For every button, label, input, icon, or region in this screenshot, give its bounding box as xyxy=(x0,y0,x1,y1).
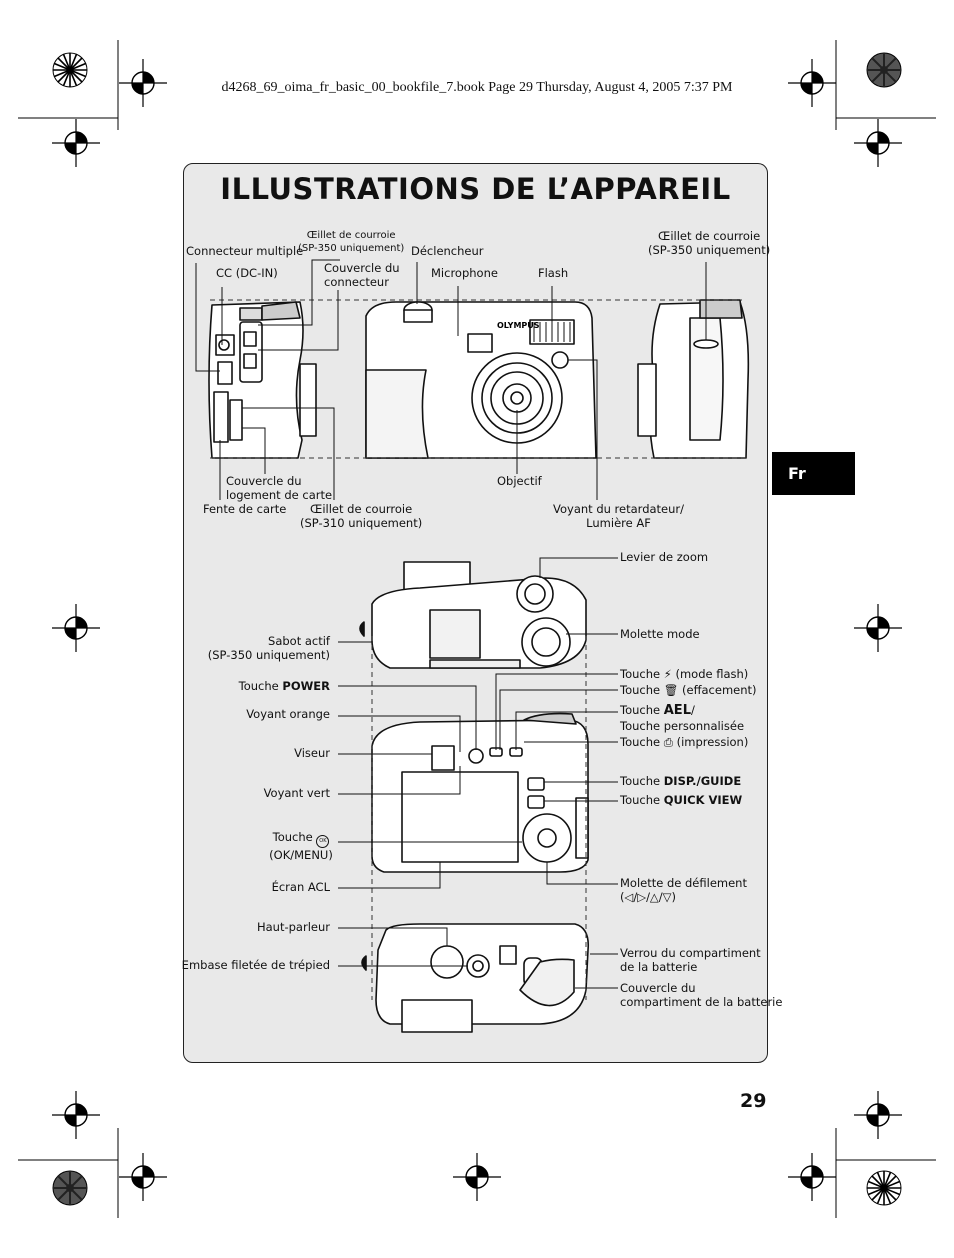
label-touche-ok: Touche OK (OK/MENU) xyxy=(262,830,340,862)
label-suffix: (mode flash) xyxy=(675,667,749,681)
label-line: Couvercle du xyxy=(324,261,400,275)
page-number: 29 xyxy=(740,1090,767,1112)
label-microphone: Microphone xyxy=(431,266,498,280)
label-line: Couvercle du xyxy=(226,474,302,488)
label-line: Œillet de courroie xyxy=(310,502,413,516)
label-voyant-vert: Voyant vert xyxy=(263,786,330,800)
label-touche-flash: Touche ⚡︎ (mode flash) xyxy=(620,667,748,681)
label-prefix: Touche xyxy=(620,683,661,697)
label-connecteur-multiple: Connecteur multiple xyxy=(186,244,304,258)
camera-top-view xyxy=(359,561,587,669)
language-tab: Fr xyxy=(772,452,855,495)
label-line: Œillet de courroie xyxy=(658,229,761,243)
label-prefix: Touche xyxy=(238,679,279,693)
label-touche-impression: Touche ⎙ (impression) xyxy=(620,735,748,749)
label-suffix: / xyxy=(690,703,695,717)
label-line: de la batterie xyxy=(620,960,698,974)
label-sabot-actif: Sabot actif (SP-350 uniquement) xyxy=(200,634,330,662)
label-voyant-orange: Voyant orange xyxy=(246,707,330,721)
label-touche-power: Touche POWER xyxy=(200,679,330,693)
crop-mark-icon xyxy=(18,40,936,1218)
label-line: Voyant du retardateur/ xyxy=(553,502,685,516)
trash-icon: 🗑︎ xyxy=(663,683,679,697)
label-line: connecteur xyxy=(324,275,389,289)
label-flash: Flash xyxy=(538,266,569,280)
label-line: Œillet de courroie xyxy=(306,230,396,241)
label-line: (SP-350 uniquement) xyxy=(298,243,405,254)
label-cc-dcin: CC (DC-IN) xyxy=(216,266,278,280)
arrow-keys-icon: ◁/▷/△/▽ xyxy=(624,890,672,904)
label-ecran-acl: Écran ACL xyxy=(271,880,330,894)
label-prefix: Touche xyxy=(620,774,661,788)
label-couvercle-logement: Couvercle du logement de carte xyxy=(226,474,332,502)
label-line: Touche personnalisée xyxy=(620,719,745,733)
label-prefix: Touche xyxy=(620,793,661,807)
label-oeillet-sp350-left: Œillet de courroie (SP-350 uniquement) xyxy=(298,229,404,255)
print-icon: ⎙ xyxy=(663,735,673,749)
label-prefix: Touche xyxy=(620,703,661,717)
label-touche-quickview: Touche QUICK VIEW xyxy=(620,793,742,807)
label-bold: POWER xyxy=(282,679,330,693)
label-line: Verrou du compartiment xyxy=(620,946,761,960)
label-line: compartiment de la batterie xyxy=(620,995,783,1009)
label-suffix: (impression) xyxy=(676,735,749,749)
label-line: (OK/MENU) xyxy=(269,848,333,862)
camera-brand-mark: OLYMPUS xyxy=(497,321,540,330)
label-verrou-batterie: Verrou du compartiment de la batterie xyxy=(620,946,761,974)
ok-menu-icon: OK xyxy=(316,835,330,848)
camera-front-view xyxy=(365,301,597,459)
label-line: logement de carte xyxy=(226,488,333,502)
label-molette-mode: Molette mode xyxy=(620,627,700,641)
flash-icon: ⚡︎ xyxy=(663,667,672,681)
label-touche-effacement: Touche 🗑︎ (effacement) xyxy=(620,683,757,697)
camera-right-side-view xyxy=(637,299,750,459)
label-paren: ) xyxy=(671,890,677,904)
label-molette-defilement: Molette de défilement (◁/▷/△/▽) xyxy=(620,876,747,904)
label-levier-zoom: Levier de zoom xyxy=(620,550,709,564)
label-line: (SP-350 uniquement) xyxy=(648,243,771,257)
camera-bottom-view xyxy=(361,923,590,1033)
label-prefix: Touche xyxy=(272,830,313,844)
label-suffix: (effacement) xyxy=(682,683,757,697)
label-line: (SP-310 uniquement) xyxy=(300,516,423,530)
label-line: Touche AEL/ xyxy=(620,703,744,718)
print-header-line: d4268_69_oima_fr_basic_00_bookfile_7.boo… xyxy=(221,80,733,95)
label-fente-carte: Fente de carte xyxy=(203,502,287,516)
label-bold: DISP./GUIDE xyxy=(663,774,742,788)
label-oeillet-sp310: Œillet de courroie (SP-310 uniquement) xyxy=(300,502,422,530)
label-line: Couvercle du xyxy=(620,981,696,995)
label-couvercle-connecteur: Couvercle du connecteur xyxy=(324,261,400,289)
label-line: Lumière AF xyxy=(586,516,651,530)
label-line: Molette de défilement xyxy=(620,876,747,890)
label-declencheur: Déclencheur xyxy=(411,244,484,258)
label-viseur: Viseur xyxy=(294,746,330,760)
label-line: Sabot actif xyxy=(268,634,330,648)
label-line: (◁/▷/△/▽) xyxy=(620,890,747,904)
label-touche-ael: Touche AEL/ Touche personnalisée xyxy=(620,703,744,733)
label-bold: QUICK VIEW xyxy=(663,793,743,807)
label-prefix: Touche xyxy=(620,735,661,749)
label-touche-disp: Touche DISP./GUIDE xyxy=(620,774,741,788)
camera-left-side-view xyxy=(208,301,317,459)
label-objectif: Objectif xyxy=(497,474,542,488)
label-voyant-retardateur: Voyant du retardateur/ Lumière AF xyxy=(553,502,684,530)
label-couvercle-batterie: Couvercle du compartiment de la batterie xyxy=(620,981,782,1009)
label-embase-trepied: Embase filetée de trépied xyxy=(181,958,330,972)
label-paren: ( xyxy=(620,890,625,904)
page-title: ILLUSTRATIONS DE L’APPAREIL xyxy=(220,172,731,206)
label-oeillet-sp350-right: Œillet de courroie (SP-350 uniquement) xyxy=(648,229,770,257)
label-prefix: Touche xyxy=(620,667,661,681)
label-line: (SP-350 uniquement) xyxy=(207,648,330,662)
label-line: Touche OK xyxy=(262,830,340,848)
camera-back-view xyxy=(371,712,589,873)
label-bold: AEL xyxy=(663,703,691,718)
label-haut-parleur: Haut-parleur xyxy=(256,920,330,934)
